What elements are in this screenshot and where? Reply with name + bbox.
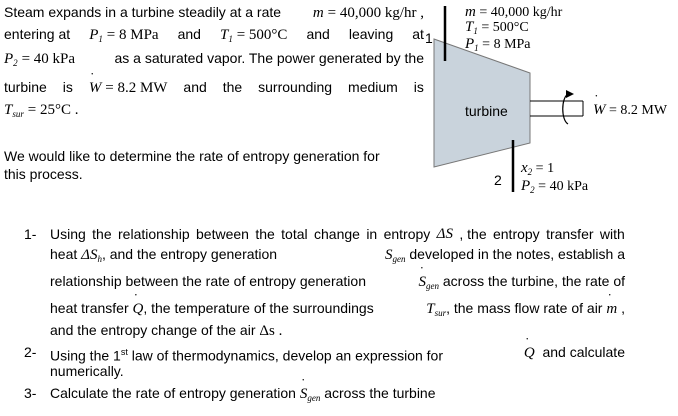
problem-line-1: Steam expands in a turbine steadily at a… <box>4 0 424 21</box>
task-1-line-5: and the entropy change of the air Δs . <box>50 322 283 339</box>
p2-symbol: P2 <box>4 51 18 68</box>
task-1-line-3: relationship between the rate of entropy… <box>50 265 625 294</box>
text: surrounding <box>258 79 333 95</box>
text: = 25°C . <box>27 102 79 118</box>
diagram-p2: P2 = 40 kPa <box>521 178 589 196</box>
task-3-number: 3- <box>24 385 37 401</box>
text: is <box>413 79 424 95</box>
diagram-p1: P1 = 8 MPa <box>465 36 531 54</box>
mdot-symbol: m <box>313 0 324 21</box>
text: as a saturated vapor. The power generate… <box>114 50 424 66</box>
turbine-body <box>433 38 531 168</box>
rotation-arrow <box>562 93 569 125</box>
text: Steam expands in a turbine steadily at a… <box>4 4 282 20</box>
text: = 8 MPa <box>106 27 159 43</box>
problem-line-3: P2 = 40 kPa as a saturated vapor. The po… <box>4 50 424 71</box>
task-1-number: 1- <box>24 226 37 242</box>
text: and <box>183 79 207 95</box>
turbine-label: turbine <box>465 103 508 119</box>
text: turbine <box>4 79 47 95</box>
outlet-number: 2 <box>494 172 502 188</box>
w-symbol: W <box>89 71 102 96</box>
inlet-number: 1 <box>425 30 433 46</box>
text: and <box>177 26 201 42</box>
task-3-line-1: Calculate the rate of entropy generation… <box>50 377 436 406</box>
t1-symbol: T1 <box>219 27 233 44</box>
diagram-x2: x2 = 1 <box>521 160 555 178</box>
text: = 40 kPa <box>21 51 76 67</box>
text: is <box>62 79 73 95</box>
text: entering at <box>4 26 71 42</box>
goal-line-2: this process. <box>4 166 83 182</box>
problem-line-2: entering at P1 = 8 MPa and T1 = 500°C an… <box>4 26 424 47</box>
task-2-line-2: numerically. <box>50 363 124 379</box>
problem-line-4: turbine is W = 8.2 MW and the surroundin… <box>4 71 424 96</box>
task-1-line-4: heat transfer Q, the temperature of the … <box>50 292 625 321</box>
text: medium <box>348 79 398 95</box>
text: at <box>412 26 424 42</box>
text: = 40,000 kg/hr , <box>327 5 424 21</box>
diagram-mdot: m = 40,000 kg/hr <box>465 0 562 20</box>
diagram-t1: T1 = 500°C <box>465 19 529 37</box>
text: leaving <box>348 26 394 42</box>
text: and <box>306 26 330 42</box>
p1-symbol: P1 <box>89 27 103 44</box>
rotation-arrow-head <box>566 90 574 98</box>
diagram-w: W = 8.2 MW <box>593 94 667 118</box>
text: = 8.2 MW <box>105 80 168 96</box>
tsur-symbol: Tsur <box>4 102 24 119</box>
goal-line-1: We would like to determine the rate of e… <box>4 148 380 164</box>
text: the <box>222 79 243 95</box>
problem-line-5: Tsur = 25°C . <box>4 101 78 122</box>
task-1-line-2: heat ΔSh, and the entropy generation Sge… <box>50 246 625 264</box>
turbine-diagram <box>433 6 584 192</box>
text: = 500°C <box>236 27 288 43</box>
task-2-line-1: Using the 1st law of thermodynamics, dev… <box>50 336 625 364</box>
task-2-number: 2- <box>24 344 37 360</box>
